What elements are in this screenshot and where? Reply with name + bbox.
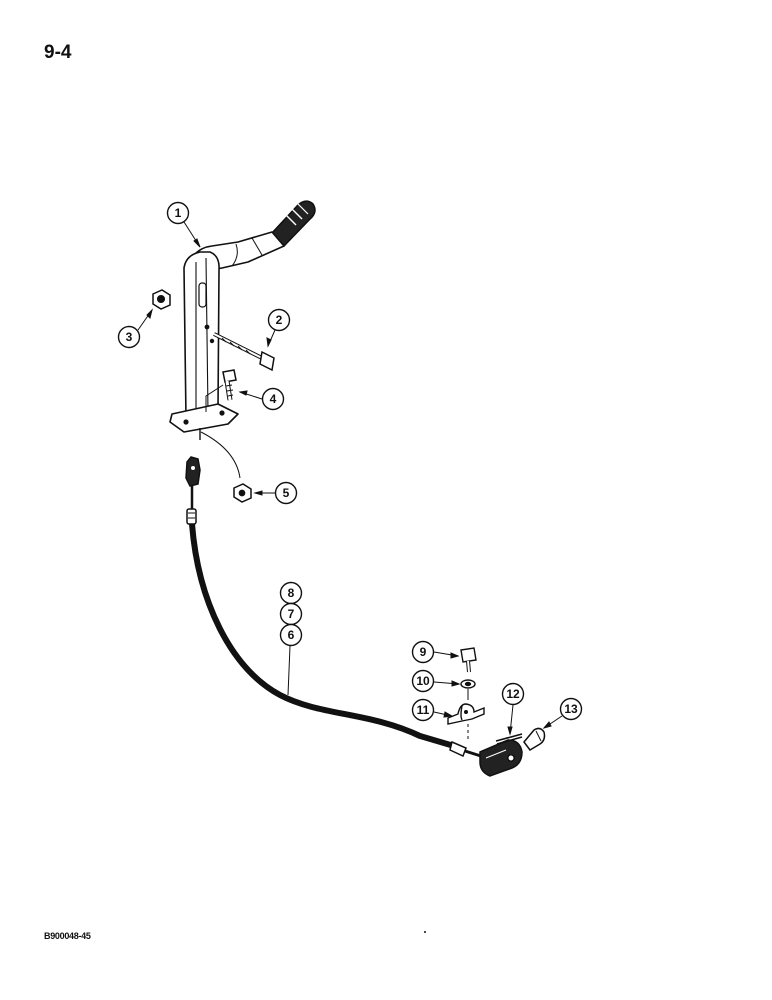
bolt-9 <box>460 647 477 673</box>
bolt-4 <box>222 369 237 401</box>
leader-lines <box>137 221 563 736</box>
svg-text:10: 10 <box>416 674 430 688</box>
callout-10: 10 <box>411 669 435 693</box>
svg-text:12: 12 <box>506 687 520 701</box>
callout-11: 11 <box>411 698 435 722</box>
clamp-11 <box>447 703 485 725</box>
lever-bracket <box>183 251 220 419</box>
callout-4: 4 <box>261 387 285 411</box>
svg-text:13: 13 <box>564 702 578 716</box>
callout-2: 2 <box>267 308 291 332</box>
svg-text:9: 9 <box>420 645 427 659</box>
svg-text:2: 2 <box>276 313 283 327</box>
callout-5: 5 <box>274 481 298 505</box>
callout-13: 13 <box>559 697 583 721</box>
svg-text:7: 7 <box>288 607 295 621</box>
page-number: 9-4 <box>44 42 72 63</box>
washer-10 <box>460 679 476 689</box>
callout-3: 3 <box>117 325 141 349</box>
svg-text:11: 11 <box>417 703 430 717</box>
speck <box>424 931 426 933</box>
svg-text:6: 6 <box>288 628 295 642</box>
callout-8: 8 <box>279 581 303 605</box>
svg-text:1: 1 <box>175 206 182 220</box>
nut-3 <box>152 289 171 310</box>
svg-text:4: 4 <box>270 392 277 406</box>
lever-base <box>169 403 239 433</box>
control-cable <box>185 456 523 777</box>
svg-text:8: 8 <box>288 586 295 600</box>
svg-text:3: 3 <box>126 330 133 344</box>
callout-12: 12 <box>501 682 525 706</box>
callout-1: 1 <box>166 201 190 225</box>
bolt-2 <box>213 332 275 372</box>
callout-7: 7 <box>279 602 303 626</box>
figure-code: B900048-45 <box>44 931 91 941</box>
nut-5 <box>200 431 252 503</box>
lever-grip <box>271 200 316 247</box>
clevis-pin-13 <box>523 727 546 751</box>
cotter-pin-12 <box>495 733 523 745</box>
lever-assembly <box>169 200 316 440</box>
callout-9: 9 <box>411 640 435 664</box>
callout-6: 6 <box>279 623 303 647</box>
svg-text:5: 5 <box>283 486 290 500</box>
callouts: 1 2 3 4 5 8 7 6 <box>117 201 583 722</box>
